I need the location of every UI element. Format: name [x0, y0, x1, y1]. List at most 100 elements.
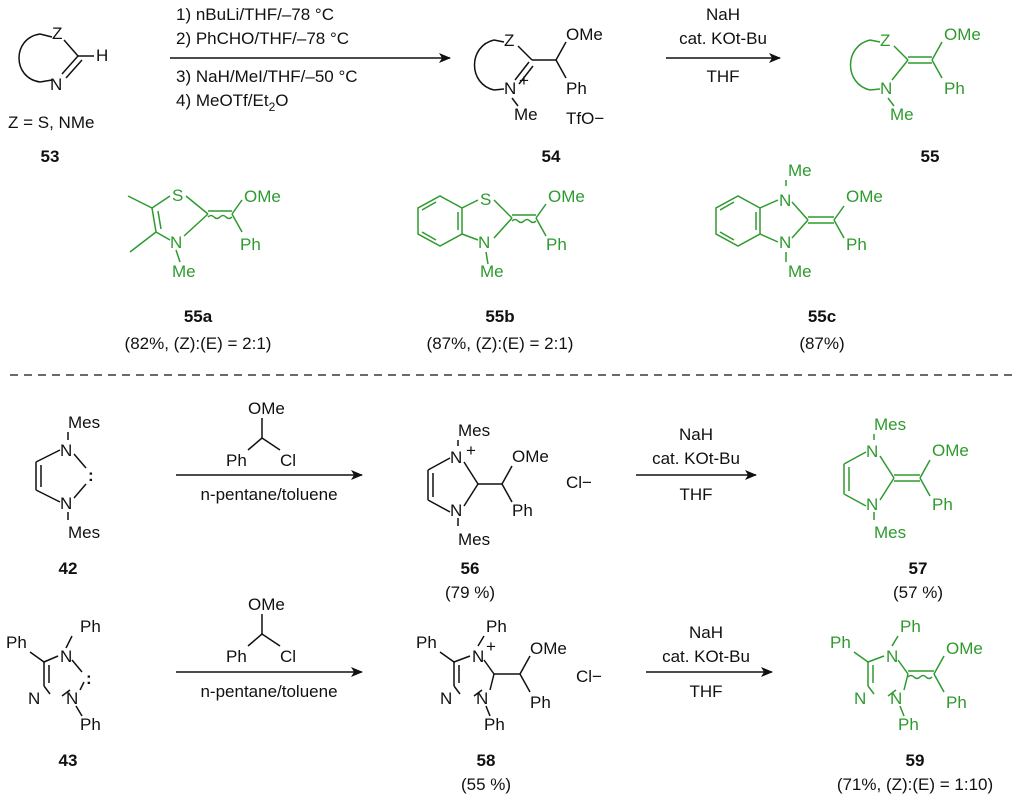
compound-label: 55	[921, 147, 940, 166]
atom-n2: N	[440, 689, 452, 708]
phenyl-group: Ph	[946, 693, 967, 712]
n-methyl-group: Me	[890, 105, 914, 124]
compound-58: Ph Ph N + N N Ph OMe Ph Cl− 58 (55 %)	[416, 617, 602, 794]
phenyl-group: Ph	[944, 79, 965, 98]
compound-42: Mes N : N Mes 42	[35, 413, 100, 578]
compound-57: Mes N N Mes OMe Ph 57 (57 %)	[843, 415, 969, 602]
reagent-base: NaH	[689, 623, 723, 642]
atom-n-top: N	[779, 191, 791, 210]
phenyl-group: Ph	[240, 235, 261, 254]
example-55a: S N Me OMe Ph 55a (82%, (Z):(E) = 2:1)	[125, 186, 281, 353]
compound-label: 56	[461, 559, 480, 578]
mesityl-group-top: Mes	[874, 415, 906, 434]
methoxy-group: OMe	[846, 187, 883, 206]
phenyl-group-top: Ph	[80, 617, 101, 636]
methoxy-group: OMe	[512, 447, 549, 466]
yield: (57 %)	[893, 583, 943, 602]
methoxy-group: OMe	[530, 639, 567, 658]
methoxy-group: OMe	[248, 399, 285, 418]
atom-h: H	[96, 46, 108, 65]
atom-n: N	[50, 75, 62, 94]
phenyl-group-bottom: Ph	[80, 715, 101, 734]
compound-label: 58	[477, 751, 496, 770]
methoxy-group: OMe	[244, 187, 281, 206]
phenyl-group: Ph	[932, 495, 953, 514]
atom-n: N	[170, 233, 182, 252]
reaction-arrow-4: NaH cat. KOt-Bu THF	[636, 425, 757, 504]
n-methyl-group: Me	[514, 105, 538, 124]
positive-charge: +	[486, 637, 496, 656]
solvent: THF	[689, 682, 722, 701]
phenyl-group: Ph	[530, 693, 551, 712]
condition-step-1: 1) nBuLi/THF/–78 °C	[176, 5, 334, 24]
atom-n-bottom: N	[866, 495, 878, 514]
methoxy-group: OMe	[248, 595, 285, 614]
compound-56: Mes N + N Mes OMe Ph Cl− 56 (79 %)	[427, 421, 592, 602]
mesityl-group-bottom: Mes	[458, 530, 490, 549]
phenyl-group-bottom: Ph	[898, 715, 919, 734]
example-55c: Me N N Me OMe Ph 55c (87%)	[715, 161, 883, 353]
atom-z: Z	[880, 31, 890, 50]
reaction-arrow-2: NaH cat. KOt-Bu THF	[666, 5, 781, 86]
compound-53: Z H N Z = S, NMe 53	[8, 24, 108, 166]
atom-n1: N	[890, 689, 902, 708]
reagent-base: NaH	[679, 425, 713, 444]
atom-n-top: N	[60, 441, 72, 460]
atom-n: N	[478, 233, 490, 252]
yield: (55 %)	[461, 775, 511, 794]
counter-anion: Cl−	[566, 473, 592, 492]
atom-z: Z	[504, 31, 514, 50]
atom-n-top: N	[866, 442, 878, 461]
reaction-arrow-3: OMe Ph Cl n-pentane/toluene	[176, 399, 363, 504]
compound-label: 42	[59, 559, 78, 578]
atom-n-bottom: N	[60, 494, 72, 513]
atom-n4: N	[886, 647, 898, 666]
carbene-lone-pair: :	[86, 669, 92, 688]
compound-label: 59	[906, 751, 925, 770]
phenyl-group-left: Ph	[6, 633, 27, 652]
atom-n-top: N	[450, 448, 462, 467]
example-55b: S N Me OMe Ph 55b (87%, (Z):(E) = 2:1)	[417, 187, 585, 353]
atom-n1: N	[476, 689, 488, 708]
n-methyl-group: Me	[480, 262, 504, 281]
reagent-catalyst: cat. KOt-Bu	[652, 449, 740, 468]
phenyl-group: Ph	[566, 79, 587, 98]
solvent: n-pentane/toluene	[200, 485, 337, 504]
substituent-note: Z = S, NMe	[8, 113, 94, 132]
yield-ratio: (71%, (Z):(E) = 1:10)	[837, 775, 993, 794]
methoxy-group: OMe	[946, 639, 983, 658]
methoxy-group: OMe	[566, 25, 603, 44]
compound-label: 54	[542, 147, 561, 166]
compound-label: 43	[59, 751, 78, 770]
compound-label: 55a	[184, 307, 213, 326]
n-methyl-group-bottom: Me	[788, 262, 812, 281]
yield: (87%)	[799, 334, 844, 353]
atom-n4: N	[472, 647, 484, 666]
reaction-arrow-6: NaH cat. KOt-Bu THF	[646, 623, 773, 701]
solvent: THF	[679, 485, 712, 504]
solvent: THF	[706, 67, 739, 86]
yield-ratio: (82%, (Z):(E) = 2:1)	[125, 334, 272, 353]
methoxy-group: OMe	[944, 25, 981, 44]
phenyl-group-left: Ph	[416, 633, 437, 652]
mesityl-group-bottom: Mes	[874, 523, 906, 542]
phenyl-group-top: Ph	[900, 617, 921, 636]
counter-anion: Cl−	[576, 667, 602, 686]
compound-55: Z OMe N Ph Me 55	[849, 25, 981, 166]
condition-step-3: 3) NaH/MeI/THF/–50 °C	[176, 67, 358, 86]
solvent: n-pentane/toluene	[200, 682, 337, 701]
counter-anion: TfO−	[566, 109, 604, 128]
phenyl-group: Ph	[512, 501, 533, 520]
phenyl-group-bottom: Ph	[484, 715, 505, 734]
phenyl-group: Ph	[546, 235, 567, 254]
reagent-catalyst: cat. KOt-Bu	[679, 29, 767, 48]
condition-step-2: 2) PhCHO/THF/–78 °C	[176, 29, 349, 48]
compound-59: Ph Ph N N N Ph OMe Ph 59 (71%, (Z):(E) =…	[830, 617, 993, 794]
compound-label: 55c	[808, 307, 836, 326]
chloro-group: Cl	[280, 647, 296, 666]
atom-n: N	[504, 79, 516, 98]
methoxy-group: OMe	[548, 187, 585, 206]
atom-z: Z	[52, 24, 62, 43]
reaction-arrow-1: 1) nBuLi/THF/–78 °C 2) PhCHO/THF/–78 °C …	[170, 5, 451, 114]
